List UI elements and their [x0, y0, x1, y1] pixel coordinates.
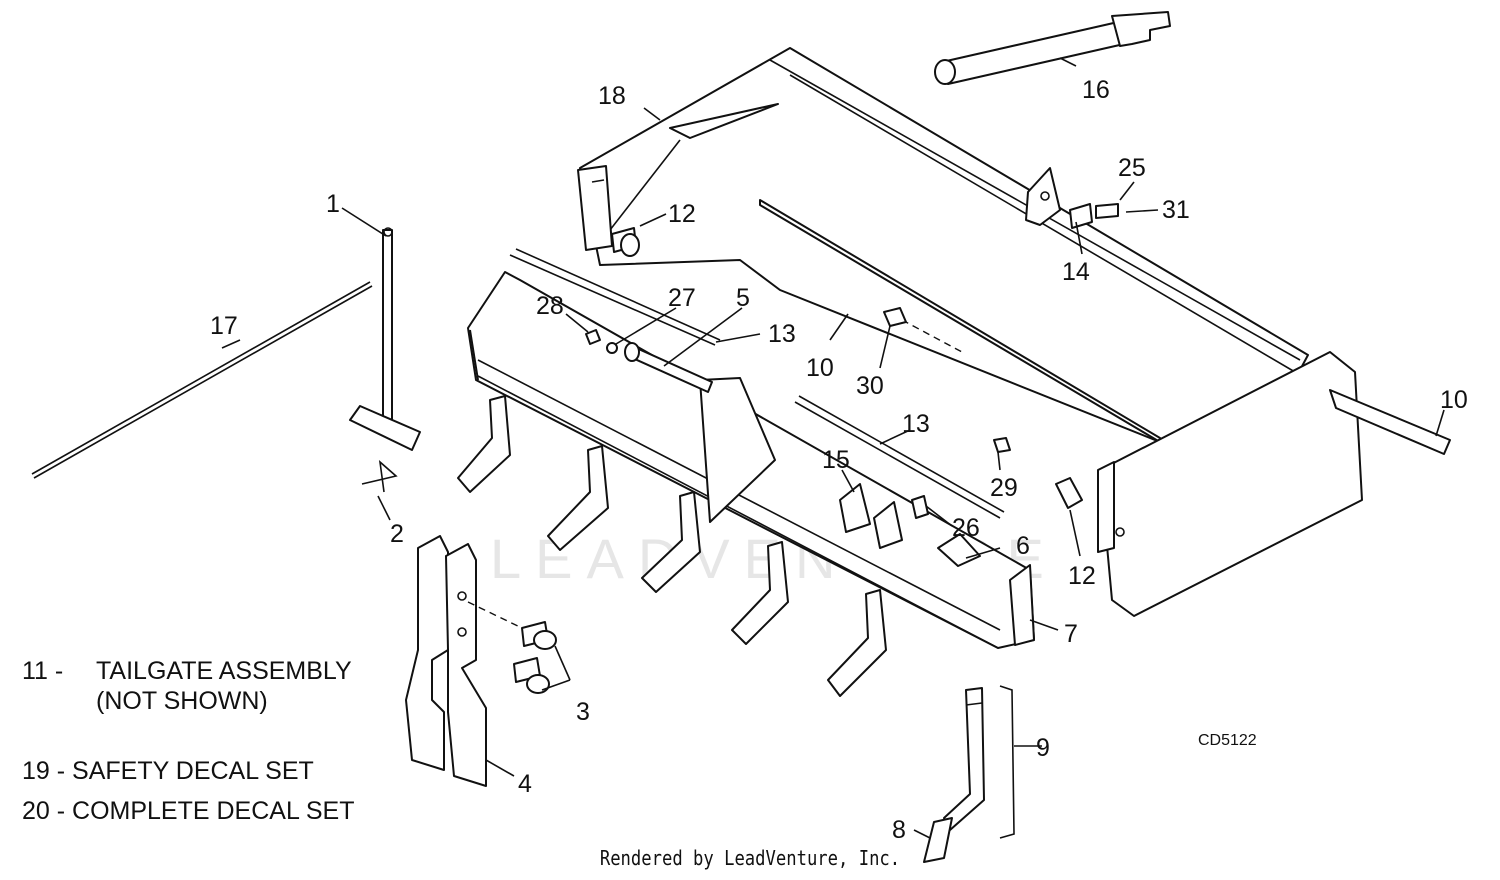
spring-bar-right [794, 395, 1005, 519]
callout-4: 4 [518, 770, 532, 798]
spring-bar-left [509, 248, 721, 346]
bolt-30 [883, 307, 907, 327]
callout-6: 6 [1016, 532, 1030, 560]
leader-lines [221, 57, 1445, 839]
hitch-plate-right [445, 543, 487, 787]
callout-13-left: 13 [768, 320, 796, 348]
note-complete-decal: 20 - COMPLETE DECAL SET [22, 797, 355, 825]
callout-9: 9 [1036, 734, 1050, 762]
long-rod [31, 281, 373, 479]
callout-1: 1 [326, 190, 340, 218]
note-tailgate-number: 11 - [22, 657, 64, 685]
callout-12-lower: 12 [1068, 562, 1096, 590]
pin-upper [611, 227, 640, 257]
ripper-shank-1 [457, 395, 511, 493]
callout-18: 18 [598, 82, 626, 110]
ripper-shank-5 [827, 589, 887, 697]
callout-13-right: 13 [902, 410, 930, 438]
pin-12-right [1055, 477, 1083, 509]
footer-credit: Rendered by LeadVenture, Inc. [599, 846, 901, 870]
hitch-pin-upper [521, 621, 557, 650]
callout-28: 28 [536, 292, 564, 320]
callout-7: 7 [1064, 620, 1078, 648]
top-hitch-bracket [1025, 167, 1061, 226]
center-mast [699, 377, 776, 523]
nut-29 [993, 437, 1011, 453]
callout-27: 27 [668, 284, 696, 312]
callout-2: 2 [390, 520, 404, 548]
callout-5: 5 [736, 284, 750, 312]
lynch-clip [361, 459, 398, 493]
spare-shank [943, 687, 985, 831]
callout-3: 3 [576, 698, 590, 726]
diagram-code: CD5122 [1198, 732, 1257, 749]
top-link-pin [934, 11, 1171, 85]
washer-27 [606, 342, 618, 354]
callout-29: 29 [990, 474, 1018, 502]
hitch-plate-left [405, 535, 449, 771]
ripper-shank-2 [547, 445, 609, 551]
callout-17: 17 [210, 312, 238, 340]
spare-point [923, 817, 953, 863]
note-tailgate-text: TAILGATE ASSEMBLY (NOT SHOWN) [96, 657, 352, 715]
bracket-9 [999, 685, 1015, 839]
callout-15: 15 [822, 446, 850, 474]
callout-16: 16 [1082, 76, 1110, 104]
cutting-edge-right [1329, 389, 1451, 455]
pin-5 [624, 342, 713, 393]
pin-6 [937, 533, 981, 567]
callout-30: 30 [856, 372, 884, 400]
callout-10-left: 10 [806, 354, 834, 382]
callout-12-upper: 12 [668, 200, 696, 228]
pin-group-14 [1069, 203, 1119, 229]
lever-handle [349, 227, 421, 451]
assembly-line-hitch [467, 601, 523, 629]
ripper-shank-3 [641, 491, 701, 593]
bolt-28 [585, 329, 601, 345]
bracket-15 [839, 483, 903, 549]
callout-26: 26 [952, 514, 980, 542]
right-side-plate [1097, 351, 1363, 617]
clip-26 [911, 495, 929, 519]
note-safety-decal: 19 - SAFETY DECAL SET [22, 757, 314, 785]
box-frame [577, 47, 1309, 446]
callout-14: 14 [1062, 258, 1090, 286]
callout-25: 25 [1118, 154, 1146, 182]
hitch-pin-lower [513, 657, 550, 694]
callout-10-right: 10 [1440, 386, 1468, 414]
ripper-shank-4 [731, 541, 789, 645]
callout-31: 31 [1162, 196, 1190, 224]
callout-8: 8 [892, 816, 906, 844]
